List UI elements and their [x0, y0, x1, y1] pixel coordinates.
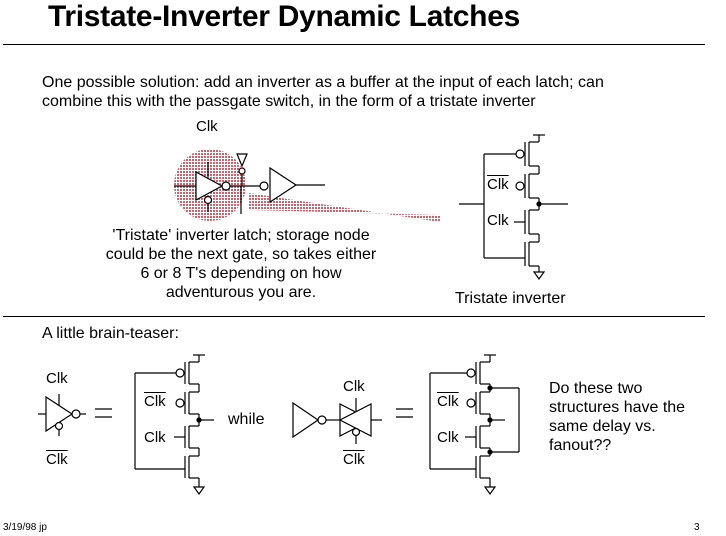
latch-caption: 'Tristate' inverter latch; storage node …: [86, 226, 396, 302]
title-rule: [3, 44, 705, 45]
caption-line: 'Tristate' inverter latch; storage node: [112, 227, 370, 244]
tristate-inverter-transistors: [459, 134, 568, 281]
latch-clk-label: Clk: [196, 118, 218, 135]
brainteaser-transistors-1: [134, 354, 214, 496]
intro-line-1: One possible solution: add an inverter a…: [42, 74, 604, 91]
stack1-clkbar-label: Clk: [144, 393, 166, 410]
while-text: while: [228, 411, 265, 428]
page-number: 3: [694, 522, 700, 533]
stack1-clk-label: Clk: [144, 429, 166, 446]
section-divider: [3, 316, 705, 317]
tristate-inverter-label: Tristate inverter: [455, 290, 566, 307]
stack2-clk-label: Clk: [437, 429, 459, 446]
stack2-clkbar-label: Clk: [437, 393, 459, 410]
brainteaser-symbol-1: [38, 394, 112, 436]
caption-line: could be the next gate, so takes either: [105, 246, 377, 263]
page-title: Tristate-Inverter Dynamic Latches: [48, 0, 520, 33]
footer-date: 3/19/98 jp: [3, 522, 47, 533]
caption-line: 6 or 8 T's depending on how: [140, 265, 342, 282]
symbol1-clk-label: Clk: [46, 370, 68, 387]
symbol2-clkbar-label: Clk: [343, 451, 365, 468]
intro-line-2: combine this with the passgate switch, i…: [42, 93, 536, 110]
question-line: structures have the: [549, 399, 686, 416]
tristate-clkbar-label: Clk: [487, 176, 509, 193]
teaser-heading: A little brain-teaser:: [42, 325, 179, 342]
tristate-latch-diagram: [174, 149, 440, 222]
tristate-clk-label: Clk: [487, 212, 509, 229]
brainteaser-symbol-2: [292, 398, 413, 444]
teaser-question: Do these two structures have the same de…: [549, 379, 685, 455]
caption-line: adventurous you are.: [165, 284, 317, 301]
question-line: Do these two: [549, 380, 643, 397]
question-line: fanout??: [549, 437, 612, 454]
symbol2-clk-label: Clk: [343, 378, 365, 395]
highlight-pointer: [248, 193, 440, 222]
question-line: same delay vs.: [549, 418, 656, 435]
symbol1-clkbar-label: Clk: [46, 451, 68, 468]
brainteaser-transistors-2: [429, 354, 520, 496]
